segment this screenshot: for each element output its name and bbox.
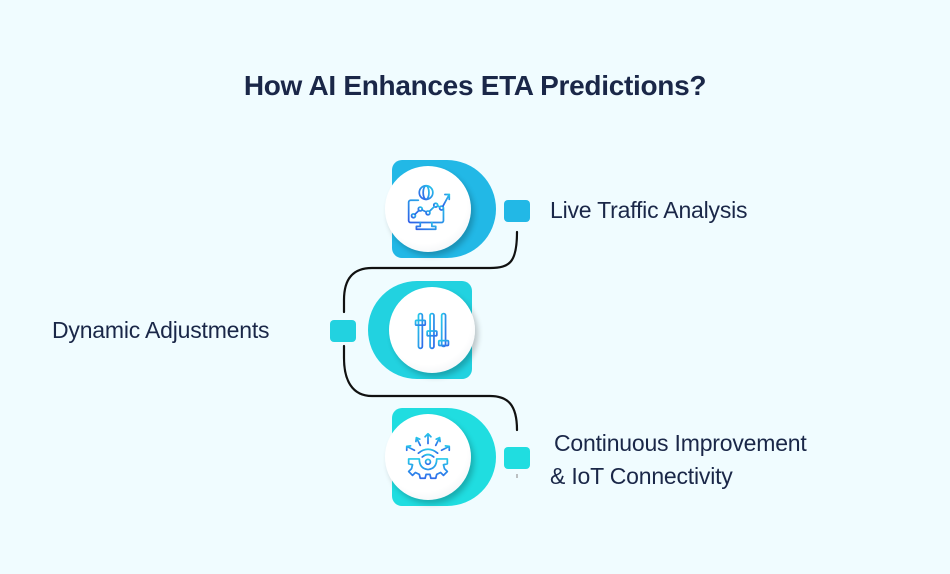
- step3-marker: [504, 447, 530, 469]
- step3-label: Continuous Improvement & IoT Connectivit…: [550, 427, 807, 493]
- step3-icon-disc: [385, 414, 471, 500]
- step1-label: Live Traffic Analysis: [550, 197, 748, 223]
- step2-icon-disc: [389, 287, 475, 373]
- step1-marker: [504, 200, 530, 222]
- gear-wifi-arrows-icon: [405, 432, 451, 480]
- page-title: How AI Enhances ETA Predictions?: [243, 70, 707, 101]
- step3-label-line2: & IoT Connectivity: [550, 463, 733, 489]
- monitor-globe-chart-icon: [407, 184, 451, 231]
- sliders-icon: [414, 310, 450, 351]
- step3-label-line1: Continuous Improvement: [554, 430, 807, 456]
- step1-icon-disc: [385, 166, 471, 252]
- step2-marker: [330, 320, 356, 342]
- step2-label: Dynamic Adjustments: [52, 317, 270, 343]
